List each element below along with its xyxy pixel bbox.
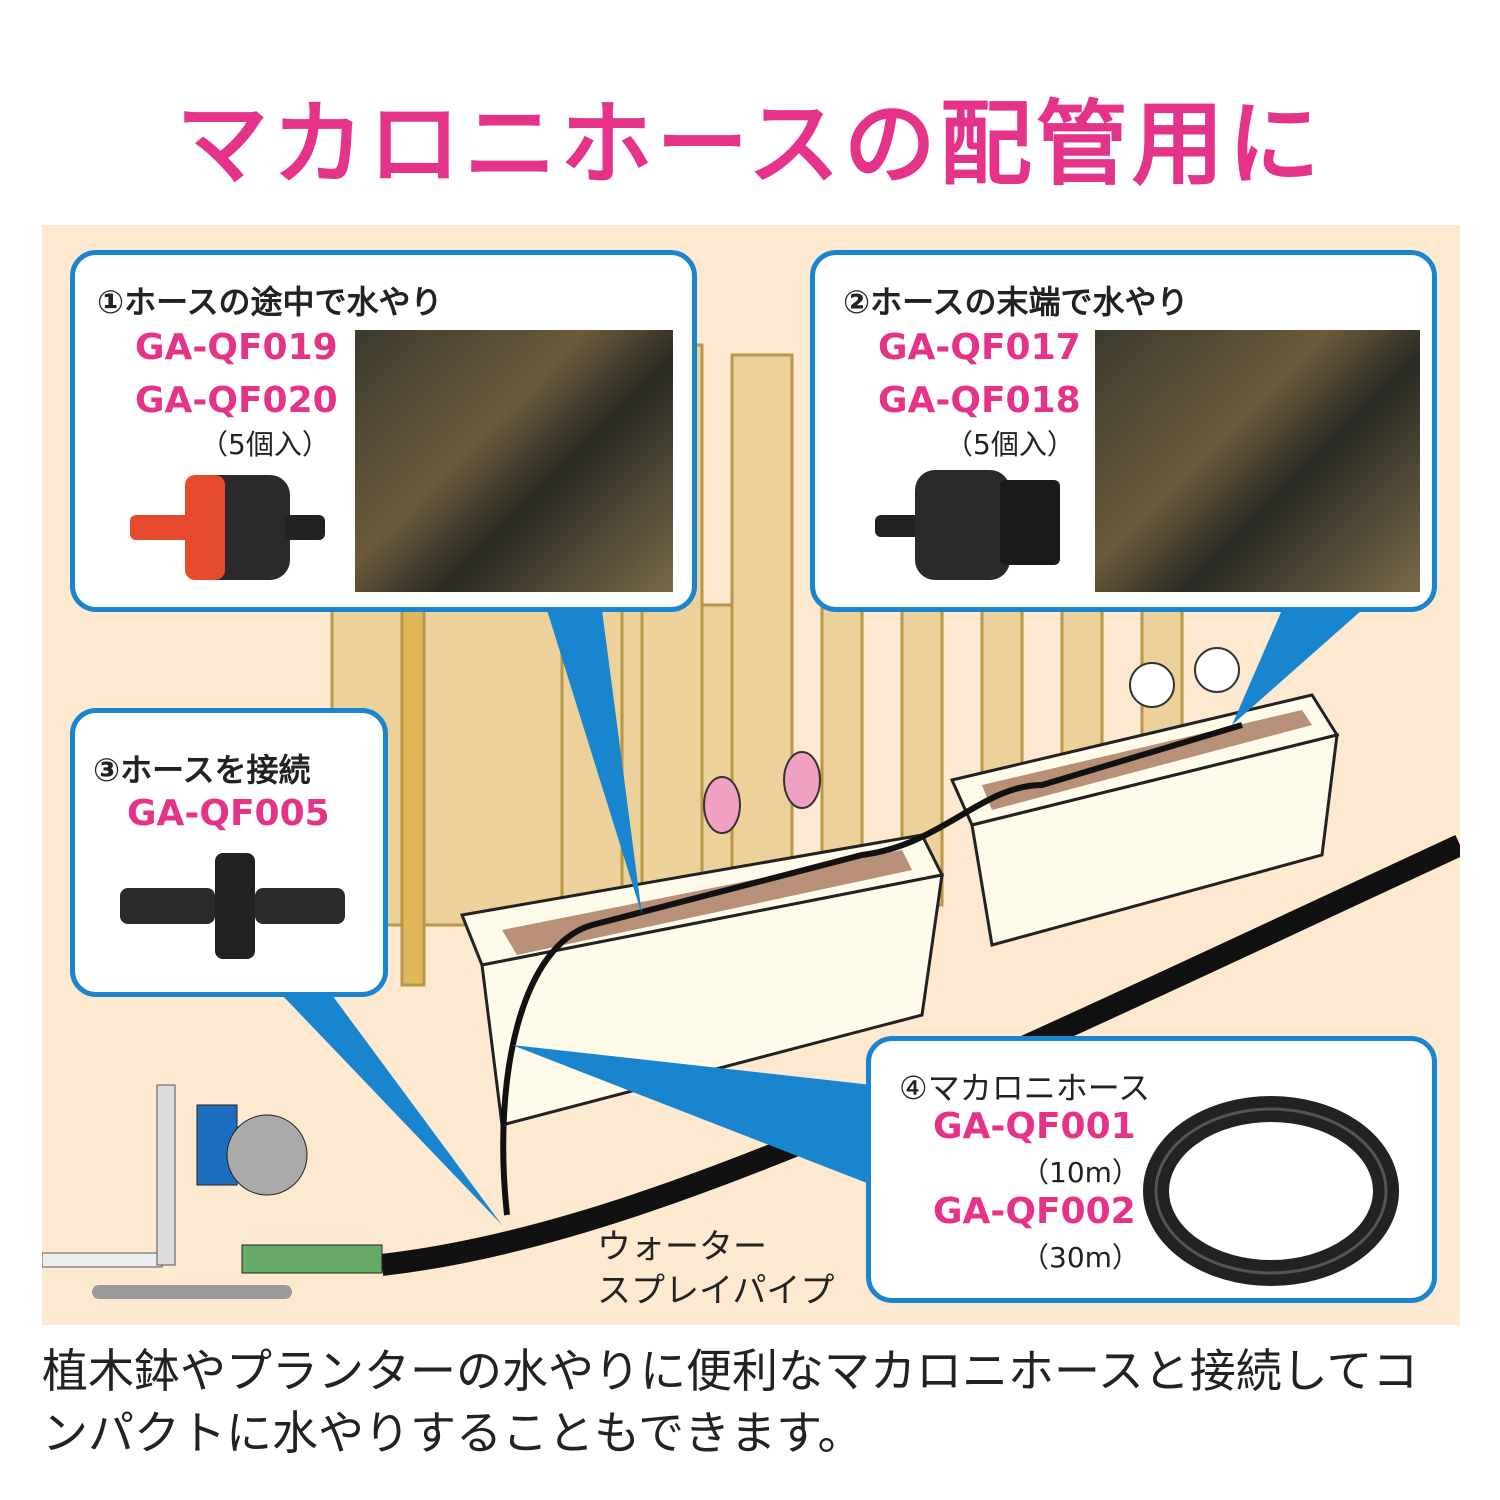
pointers [282, 610, 1362, 1225]
product-code: GA-QF019 [135, 327, 338, 368]
callout-2: ②ホースの末端で水やり GA-QF017 GA-QF018 （5個入） [810, 250, 1437, 612]
callout-heading: ②ホースの末端で水やり [843, 283, 1189, 321]
callout-3: ③ホースを接続 GA-QF005 [70, 708, 388, 997]
product-code: GA-QF017 [878, 327, 1081, 368]
product-code: GA-QF005 [127, 793, 330, 834]
description: 植木鉢やプランターの水やりに便利なマカロニホースと接続してコンパクトに水やりする… [42, 1344, 1419, 1460]
end-dripper-product-icon [875, 470, 1060, 580]
callout-heading: ④マカロニホース [899, 1069, 1151, 1107]
callout-heading: ③ホースを接続 [93, 751, 311, 789]
product-code: GA-QF001 [933, 1106, 1136, 1147]
macaroni-hose [500, 722, 1243, 1216]
product-photo [355, 330, 673, 592]
product-code: GA-QF002 [933, 1191, 1136, 1232]
connector-product-icon [120, 853, 345, 959]
hose-coil-icon [1143, 1096, 1399, 1286]
pipe-label-line1: ウォーター [597, 1227, 767, 1267]
faucet-timer [42, 1084, 383, 1299]
callout-heading: ①ホースの途中で水やり [97, 283, 443, 321]
dripper-product-icon [130, 475, 325, 580]
length-note: （10m） [1021, 1156, 1140, 1189]
length-note: （30m） [1021, 1241, 1140, 1274]
callout-4: ④マカロニホース GA-QF001 （10m） GA-QF002 （30m） [866, 1036, 1437, 1303]
flowers [703, 647, 1240, 834]
page-title: マカロニホースの配管用に [176, 91, 1324, 198]
callout-1: ①ホースの途中で水やり GA-QF019 GA-QF020 （5個入） [70, 250, 697, 612]
product-code: GA-QF018 [878, 380, 1081, 421]
pipe-label: ウォーター スプレイパイプ [597, 1225, 834, 1313]
quantity-note: （5個入） [945, 428, 1075, 461]
quantity-note: （5個入） [200, 428, 330, 461]
product-photo [1095, 330, 1420, 592]
pipe-label-line2: スプレイパイプ [597, 1271, 835, 1311]
product-code: GA-QF020 [135, 380, 338, 421]
